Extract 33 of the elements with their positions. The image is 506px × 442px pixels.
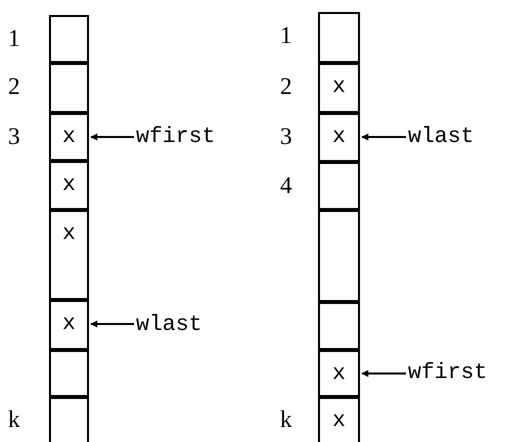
marked-cell: x — [318, 63, 360, 113]
row-number: 1 — [280, 22, 292, 51]
empty-cell — [318, 12, 360, 63]
row-number: 4 — [280, 172, 292, 201]
marked-cell: x — [49, 300, 89, 350]
pointer-label: wfirst — [136, 122, 216, 152]
pointer-label: wfirst — [408, 358, 488, 388]
marked-cell: x — [318, 397, 360, 442]
empty-cell — [318, 210, 360, 302]
empty-cell — [318, 162, 360, 210]
empty-cell — [49, 63, 89, 113]
marked-cell: x — [49, 210, 89, 300]
row-number: 3 — [280, 123, 292, 152]
pointer-label: wlast — [136, 310, 202, 340]
row-number: 2 — [280, 73, 292, 102]
marked-cell: x — [49, 161, 89, 210]
arrow — [90, 134, 134, 140]
pointer-label: wlast — [408, 122, 474, 152]
empty-cell — [318, 302, 360, 350]
arrow — [90, 320, 134, 328]
empty-cell — [49, 350, 89, 397]
row-number: 1 — [8, 25, 20, 54]
row-number: 3 — [8, 123, 20, 152]
arrow — [361, 134, 406, 140]
empty-cell — [49, 15, 89, 63]
marked-cell: x — [318, 350, 360, 397]
row-number: 2 — [8, 73, 20, 102]
row-number: k — [8, 406, 20, 434]
row-number: k — [280, 406, 292, 434]
marked-cell: x — [49, 113, 89, 161]
marked-cell: x — [318, 113, 360, 162]
arrow — [361, 370, 406, 377]
empty-cell — [49, 397, 89, 442]
